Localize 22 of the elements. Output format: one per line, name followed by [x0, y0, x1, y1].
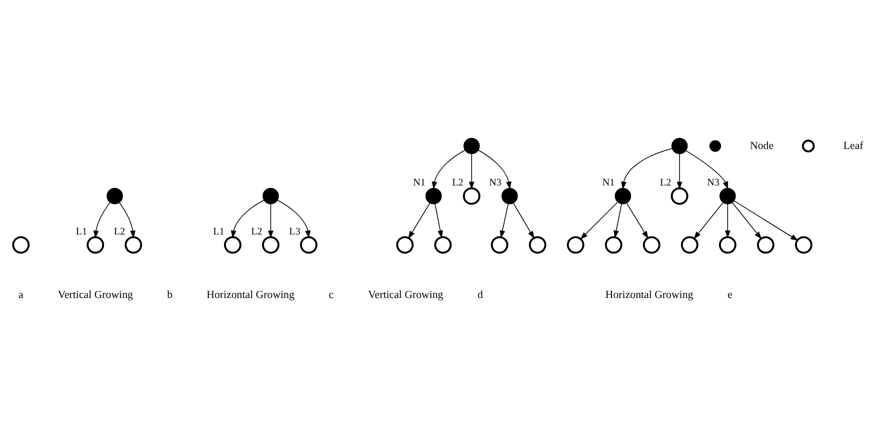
node-label: L1: [76, 226, 88, 238]
node-label: L3: [289, 226, 300, 238]
label: Vertical Growing: [368, 288, 444, 301]
node-label: N1: [413, 178, 426, 189]
label: a: [18, 288, 24, 301]
label: Horizontal Growing: [605, 288, 694, 301]
node-label: L2: [660, 178, 672, 189]
legend-label: Node: [750, 140, 774, 152]
label: c: [328, 288, 334, 301]
label: Horizontal Growing: [206, 288, 294, 301]
node-label: L2: [251, 226, 262, 238]
node-label: L2: [114, 226, 126, 238]
label: d: [477, 288, 483, 301]
node-label: N3: [707, 178, 720, 189]
label: b: [167, 288, 173, 301]
node-label: N3: [489, 178, 502, 189]
legend-label: Leaf: [843, 140, 864, 152]
label: Vertical Growing: [58, 288, 133, 301]
node-label: L2: [452, 178, 464, 189]
node-label: N1: [602, 178, 615, 189]
node-label: L1: [213, 226, 224, 238]
label: e: [728, 288, 732, 301]
